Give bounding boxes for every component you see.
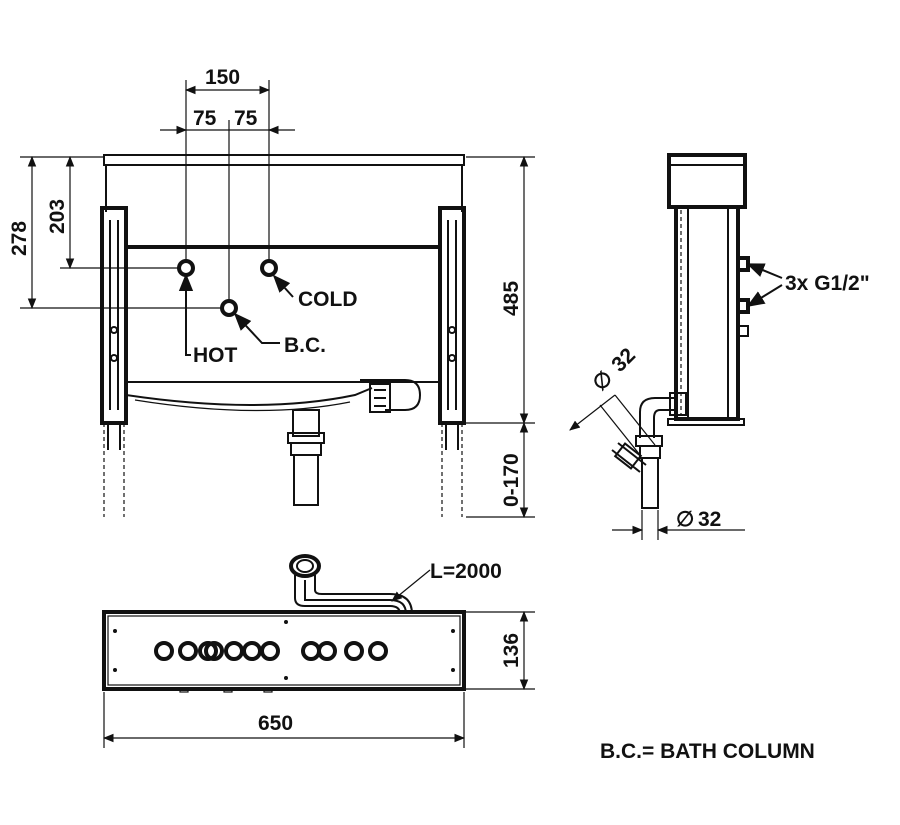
dim-278: 278 (8, 221, 31, 256)
side-fitting-1 (736, 256, 750, 272)
dim-485: 485 (500, 281, 523, 316)
dim-75-left: 75 (193, 107, 217, 130)
left-leg (100, 206, 128, 517)
bc-label: B.C. (284, 334, 326, 357)
dim-203: 203 (46, 199, 69, 234)
dim-32-lower: 32 (698, 508, 721, 531)
top-rail (103, 154, 465, 166)
dia-symbol-upper: ∅ (588, 366, 617, 395)
basin-outline (125, 387, 373, 406)
hot-label: HOT (193, 344, 238, 367)
cold-label: COLD (298, 288, 358, 311)
right-leg (438, 206, 466, 517)
connections-label: 3x G1/2" (785, 272, 870, 295)
hot-connection (177, 259, 195, 277)
hose (289, 554, 431, 615)
hose-length-label: L=2000 (430, 560, 502, 583)
side-waste-pipe (611, 392, 687, 509)
top-view: L=2000 136 650 (102, 554, 535, 748)
dim-650: 650 (258, 712, 293, 735)
bc-connection (220, 299, 238, 317)
side-top-block (667, 153, 747, 209)
dim-136: 136 (500, 633, 523, 668)
side-fitting-3 (737, 325, 749, 337)
side-view: 3x G1/2" ∅ 32 ∅ 32 (569, 153, 870, 540)
front-view: HOT COLD B.C. 150 75 75 278 203 485 0-17… (8, 66, 535, 519)
dia-symbol-lower: ∅ (676, 508, 694, 531)
top-view-frame (102, 610, 466, 691)
waste-trap (287, 379, 422, 506)
dim-75-right: 75 (234, 107, 258, 130)
dim-0-170: 0-170 (500, 453, 523, 507)
legend-note: B.C.= BATH COLUMN (600, 740, 815, 763)
dim-150: 150 (205, 66, 240, 89)
side-fitting-2 (736, 298, 750, 314)
top-view-holes (154, 641, 388, 661)
cold-connection (260, 259, 278, 277)
dim-32-upper: 32 (607, 344, 640, 377)
